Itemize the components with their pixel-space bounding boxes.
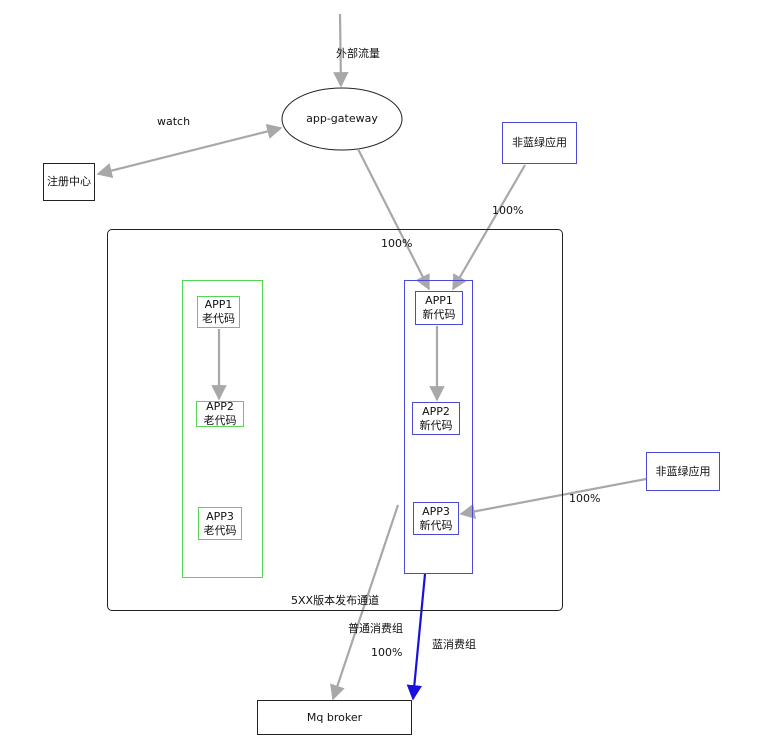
blue-app1-name: APP1 — [425, 294, 453, 307]
nonbg-app-right-label: 非蓝绿应用 — [655, 464, 711, 478]
blue-group-arrow — [406, 573, 427, 701]
blue-app3-name: APP3 — [422, 504, 450, 518]
release-channel-box — [107, 229, 563, 611]
nonbg-top-percent-label: 100% — [492, 204, 524, 217]
blue-app2-name: APP2 — [422, 404, 450, 418]
blue-group-label: 蓝消费组 — [432, 638, 476, 651]
nonbg-top-to-blue-app1-arrow — [452, 164, 526, 291]
green-app2-name: APP2 — [206, 400, 234, 413]
blue-app1-node: APP1 新代码 — [415, 291, 463, 325]
green-app1-node: APP1 老代码 — [197, 296, 240, 328]
gateway-label: app-gateway — [306, 112, 378, 125]
nonbg-right-percent-label: 100% — [569, 492, 601, 505]
blue-app3-node: APP3 新代码 — [413, 502, 459, 535]
nonbg-app-right-node: 非蓝绿应用 — [646, 452, 720, 491]
green-app3-code: 老代码 — [203, 523, 237, 537]
blue-app2-code: 新代码 — [419, 418, 453, 432]
nonbg-app-top-label: 非蓝绿应用 — [512, 136, 567, 149]
watch-label: watch — [157, 115, 191, 128]
green-app3-name: APP3 — [206, 509, 234, 523]
gateway-to-blue-app1-arrow — [357, 148, 430, 291]
nonbg-app-top-node: 非蓝绿应用 — [502, 122, 577, 164]
green-app1-name: APP1 — [204, 298, 233, 311]
registry-label: 注册中心 — [47, 175, 91, 188]
blue-app2-node: APP2 新代码 — [412, 402, 460, 435]
normal-group-arrow — [330, 504, 400, 701]
gateway-blue-percent-label: 100% — [381, 237, 413, 250]
gateway-ellipse — [281, 87, 403, 151]
external-traffic-arrow — [333, 13, 349, 88]
watch-arrow — [96, 123, 283, 179]
blue-app3-code: 新代码 — [419, 518, 453, 532]
normal-group-label: 普通消费组 — [348, 622, 403, 635]
green-app2-node: APP2 老代码 — [196, 400, 244, 427]
green-group-box — [182, 280, 263, 578]
nonbg-right-to-blue-app3-arrow — [459, 477, 647, 519]
blue-group-box — [404, 280, 473, 574]
channel-label: 5XX版本发布通道 — [291, 594, 380, 607]
green-app2-code: 老代码 — [203, 414, 237, 427]
external-traffic-label: 外部流量 — [336, 47, 380, 60]
mq-broker-node: Mq broker — [257, 700, 412, 735]
registry-node: 注册中心 — [43, 163, 95, 201]
blue-app1-code: 新代码 — [422, 308, 456, 321]
green-app3-node: APP3 老代码 — [198, 507, 242, 540]
green-app1-code: 老代码 — [202, 312, 235, 325]
normal-group-percent-label: 100% — [371, 646, 403, 659]
mq-broker-label: Mq broker — [306, 710, 363, 724]
